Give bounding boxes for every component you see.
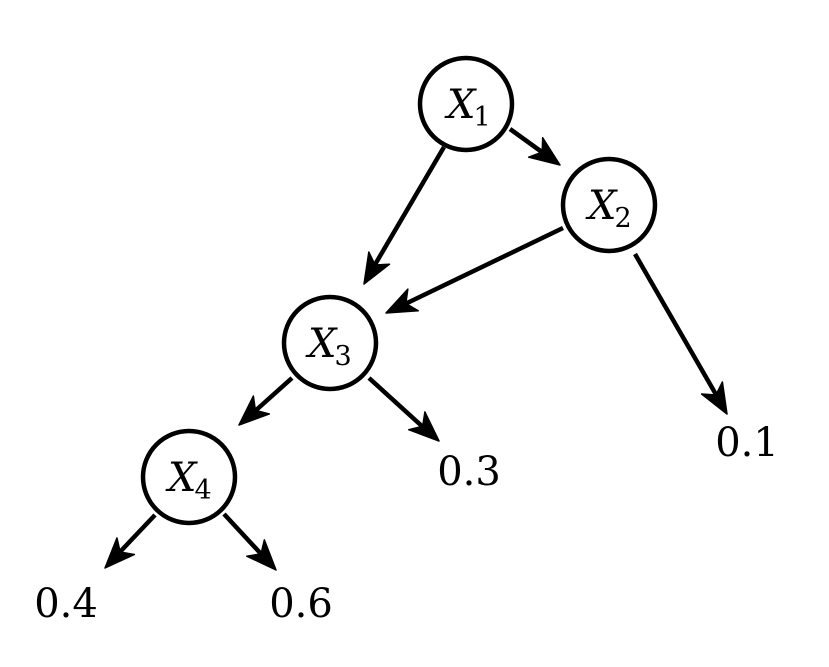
node-x2-letter: X (585, 183, 618, 229)
edge-x4-leaf-04 (116, 513, 157, 556)
leaf-value-0-4: 0.4 (34, 581, 98, 627)
node-x3: X3 (281, 294, 379, 392)
arrowhead-x4-leaf-04 (104, 537, 136, 569)
edge-x2-leaf-01 (633, 252, 720, 400)
node-x4-letter: X (165, 455, 198, 501)
edge-x4-leaf-06 (222, 512, 265, 558)
node-x2-label: X2 (585, 183, 632, 234)
node-x4: X4 (140, 428, 238, 526)
arrowhead-x1-x3 (363, 251, 391, 285)
node-x1-letter: X (444, 82, 477, 128)
node-x3-letter: X (305, 321, 338, 367)
node-x1-circle (417, 55, 515, 153)
node-x2-subscript: 2 (614, 203, 631, 234)
arrowhead-x3-x4 (238, 395, 271, 426)
node-x3-circle (281, 294, 379, 392)
node-x4-label: X4 (165, 455, 212, 506)
node-x2-circle (560, 156, 658, 254)
arrowhead-x4-leaf-06 (246, 539, 277, 571)
edge-x1-x2 (508, 127, 548, 157)
leaf-value-0-6: 0.6 (269, 581, 333, 627)
node-x1-label: X1 (444, 82, 491, 133)
node-x2: X2 (560, 156, 658, 254)
node-x3-subscript: 3 (334, 341, 351, 372)
node-x4-subscript: 4 (194, 475, 211, 506)
node-x3-label: X3 (305, 321, 352, 372)
node-x1: X1 (417, 55, 515, 153)
edge-x1-x3 (371, 145, 446, 270)
node-x4-circle (140, 428, 238, 526)
leaf-value-0-1: 0.1 (715, 420, 779, 466)
edge-x3-leaf-03 (367, 376, 426, 430)
edge-x3-x4 (252, 376, 294, 414)
leaf-value-0-3: 0.3 (437, 449, 501, 495)
edges (116, 127, 720, 558)
node-x1-subscript: 1 (473, 102, 490, 133)
arrowhead-x2-leaf-01 (700, 381, 728, 415)
edge-x2-x3 (402, 225, 564, 308)
arrowhead-x2-x3 (385, 288, 419, 314)
arrowhead-x1-x2 (527, 136, 561, 166)
arrowhead-x3-leaf-03 (407, 411, 440, 442)
arrowheads (104, 136, 728, 571)
